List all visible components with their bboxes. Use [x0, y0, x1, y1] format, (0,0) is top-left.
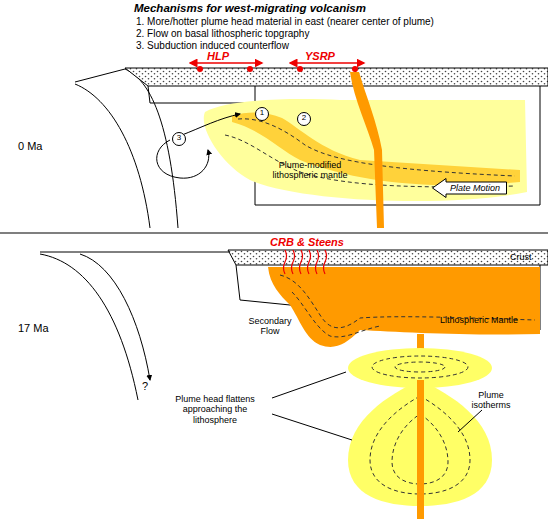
arrow-label: Plate Motion [450, 183, 500, 193]
label: Secondary Flow [244, 316, 296, 337]
callout-circle: 1 [255, 107, 269, 121]
callout-circle: 2 [297, 112, 311, 126]
callout-number: 3 [173, 133, 185, 142]
label: Crust [510, 252, 532, 262]
label: 1. More/hotter plume head material in ea… [136, 16, 434, 28]
label: Plume head flattens approaching the lith… [160, 394, 270, 425]
plate-motion-arrow: Plate Motion [432, 178, 507, 198]
label: CRB & Steens [270, 236, 344, 249]
label: Plume-modified lithospheric mantle [262, 160, 358, 181]
callout-number: 1 [256, 108, 268, 117]
label: 17 Ma [18, 322, 49, 335]
label: Plume isotherms [466, 390, 516, 411]
label: HLP [207, 50, 229, 63]
label: 0 Ma [18, 140, 42, 153]
label: YSRP [305, 50, 335, 63]
title: Mechanisms for west-migrating volcanism [134, 2, 366, 15]
callout-circle: 3 [172, 132, 186, 146]
callout-number: 2 [298, 113, 310, 122]
label: 2. Flow on basal lithospheric topgraphy [136, 28, 309, 40]
label: 3. Subduction induced counterflow [136, 40, 289, 52]
question-mark: ? [142, 380, 148, 393]
label: Lithospheric Mantle [440, 315, 518, 325]
